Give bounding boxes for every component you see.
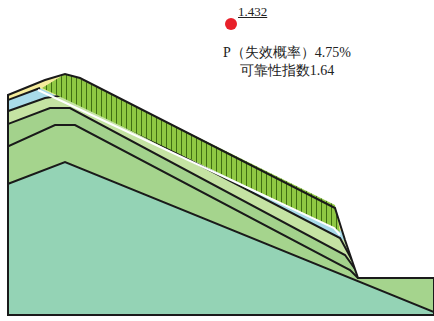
failure-probability: P（失效概率）4.75% <box>223 45 351 61</box>
red-dot <box>225 18 237 30</box>
reliability-index: 可靠性指数1.64 <box>240 63 335 79</box>
factor-of-safety: 1.432 <box>238 4 267 20</box>
